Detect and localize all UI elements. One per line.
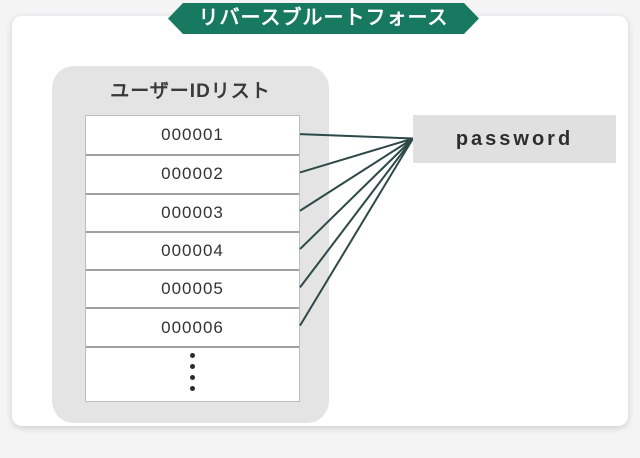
user-id-row: 000004 xyxy=(86,230,299,269)
title-banner-label: リバースブルートフォース xyxy=(198,6,449,29)
user-id-row: 000003 xyxy=(86,192,299,231)
ellipsis-dot xyxy=(190,375,195,381)
user-id-row: 000001 xyxy=(161,125,224,145)
ellipsis-dot xyxy=(190,353,195,359)
password-box: password xyxy=(413,115,616,163)
user-id-list-title: ユーザーIDリスト xyxy=(110,81,271,102)
ellipsis-row xyxy=(86,345,299,401)
title-banner: リバースブルートフォース xyxy=(168,3,479,34)
user-id-row: 000005 xyxy=(86,269,299,307)
user-id-row: 000002 xyxy=(86,154,299,192)
user-id-row: 000006 xyxy=(86,307,299,345)
ellipsis-dot xyxy=(190,364,195,370)
ellipsis-dot xyxy=(190,386,195,392)
